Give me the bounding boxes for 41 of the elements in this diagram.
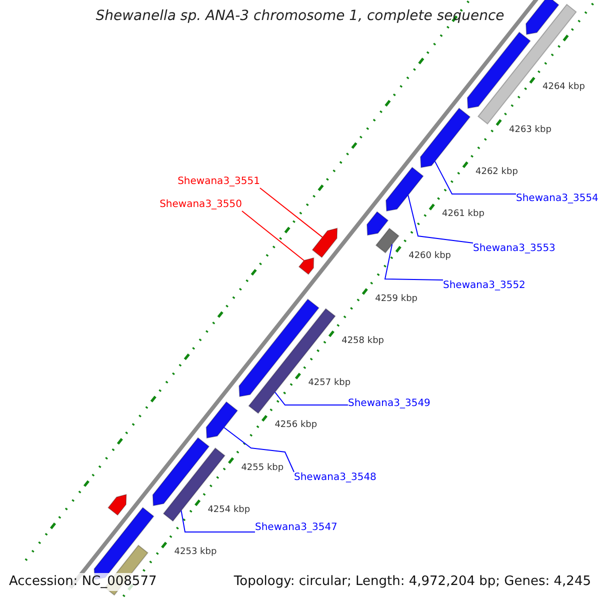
gene-feature [366, 211, 389, 236]
gene-bar [248, 308, 336, 414]
gene-feature [386, 166, 424, 212]
scale-label: 4258 kbp [342, 336, 384, 347]
gene-feature [152, 437, 210, 506]
gene-feature [420, 108, 471, 168]
gene-label: Shewana3_3549 [348, 398, 430, 410]
scale-label: 4257 kbp [308, 378, 351, 389]
scale-label: 4254 kbp [208, 504, 250, 516]
gene-label: Shewana3_3547 [255, 522, 338, 534]
scale-label: 4255 kbp [241, 462, 284, 474]
leader-line [260, 188, 323, 238]
gene-label: Shewana3_3551 [178, 176, 260, 188]
gene-label: Shewana3_3550 [160, 199, 242, 211]
gene-feature [298, 257, 314, 275]
scale-label: 4259 kbp [375, 294, 418, 304]
leader-line [224, 427, 294, 472]
title: Shewanella sp. ANA-3 chromosome 1, complete sequence [94, 8, 506, 25]
scale-label: 4261 kbp [442, 209, 484, 220]
leader-line [434, 160, 516, 194]
gene-label: Shewana3_3554 [516, 193, 598, 205]
scale-label: 4264 kbp [542, 82, 585, 94]
leader-line [242, 210, 304, 261]
gene-label: Shewana3_3552 [443, 280, 526, 292]
scale-label: 4260 kbp [408, 251, 451, 262]
gene-feature [108, 494, 127, 516]
scale-label: 4262 kbp [476, 166, 518, 178]
scale-label: 4256 kbp [274, 420, 318, 432]
gene-label: Shewana3_3548 [294, 472, 376, 484]
leader-line [408, 194, 474, 244]
gene-feature [312, 228, 338, 258]
gene-bar [375, 228, 400, 254]
gene-label: Shewana3_3553 [473, 243, 556, 255]
leader-line [274, 392, 348, 406]
leader-line [384, 244, 444, 280]
scale-label: 4253 kbp [174, 547, 217, 558]
gene-feature [206, 401, 238, 439]
leader-line [180, 510, 256, 532]
scale-label: 4263 kbp [509, 124, 552, 136]
gene-feature [466, 32, 531, 109]
gene-feature [526, 0, 560, 35]
